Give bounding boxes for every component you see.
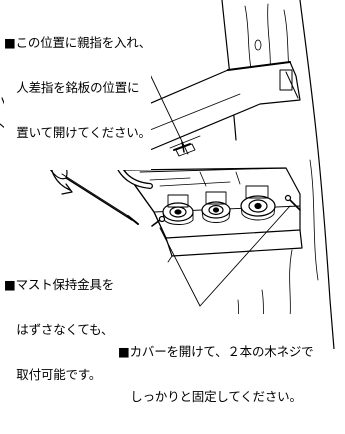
wooden-mast — [221, 0, 335, 349]
screw-instruction-line-2: しっかりと固定してください。 — [118, 389, 302, 404]
mast-bracket-line-1: ■マスト保持金具を — [4, 277, 115, 292]
installation-diagram: ■この位置に親指を入れ、 人差指を銘板の位置に 置いて開けてください。 ■マスト… — [0, 0, 335, 404]
screw-instruction-note: ■カバーを開けて、２本の木ネジで しっかりと固定してください。 — [118, 314, 314, 434]
grip-instruction-line-1: ■この位置に親指を入れ、 — [4, 35, 152, 50]
thumb-position-marker — [173, 141, 191, 153]
mast-bracket-line-2: はずさなくても、 — [4, 322, 114, 337]
screw-instruction-line-1: ■カバーを開けて、２本の木ネジで — [118, 344, 314, 359]
grip-instruction-line-2: 人差指を銘板の位置に — [4, 80, 140, 95]
wood-screws — [151, 194, 301, 227]
grip-instruction-note: ■この位置に親指を入れ、 人差指を銘板の位置に 置いて開けてください。 — [4, 5, 151, 170]
mast-bracket-note: ■マスト保持金具を はずさなくても、 取付可能です。 — [4, 247, 114, 412]
mast-bracket-line-3: 取付可能です。 — [4, 367, 102, 382]
grip-instruction-line-3: 置いて開けてください。 — [4, 125, 151, 140]
leader-lines — [146, 67, 291, 307]
